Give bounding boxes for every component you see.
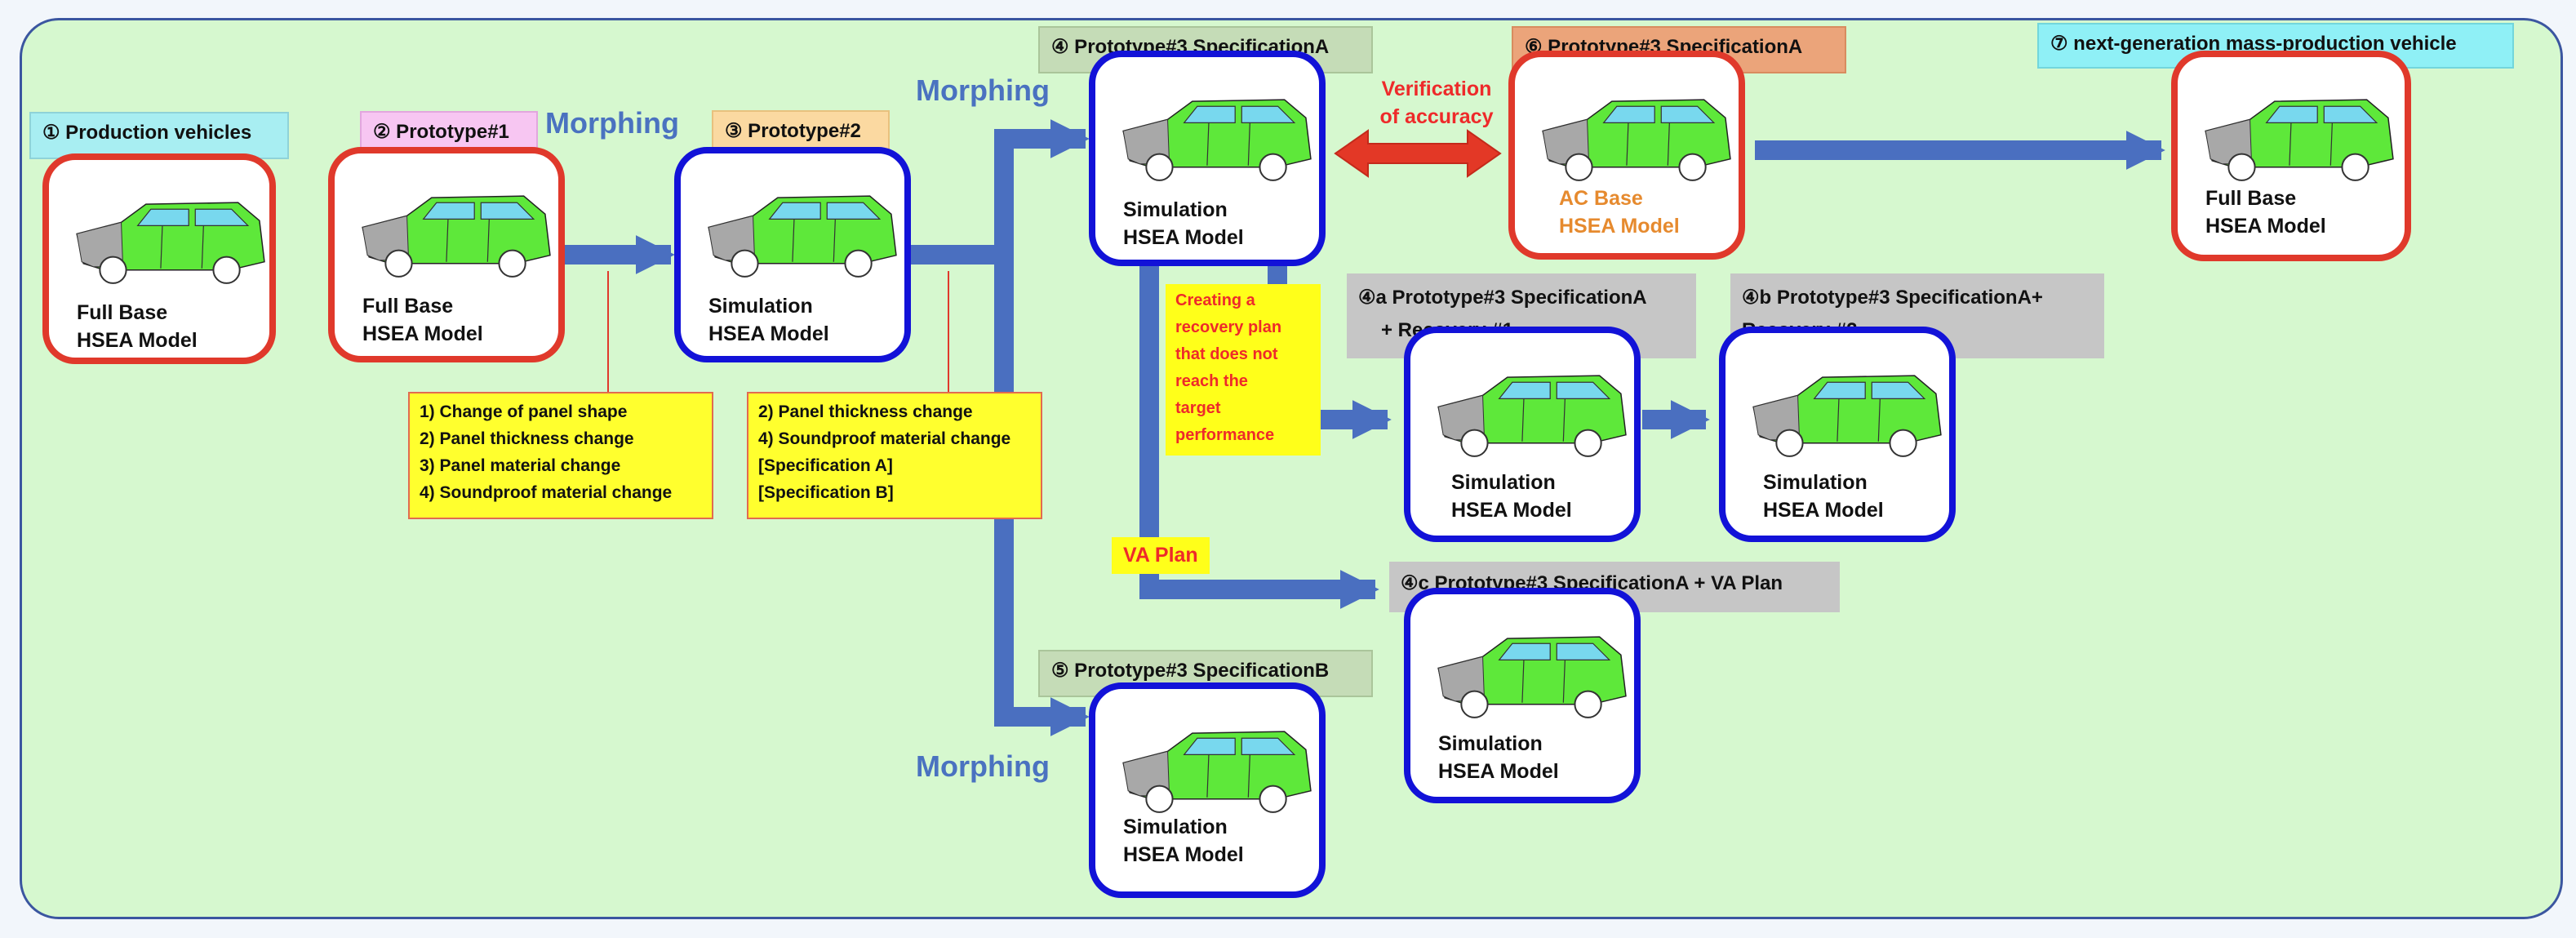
morphing-label-1: Morphing (545, 106, 679, 140)
car-body-icon (2205, 99, 2394, 181)
car-body-icon (362, 195, 551, 278)
car-body-icon (1122, 731, 1312, 813)
car-body-icon (1542, 99, 1731, 181)
car-body-icon (1752, 375, 1942, 457)
verification-double-arrow (1334, 129, 1502, 178)
tag-spec-a-recovery-1-line1: ④a Prototype#3 SpecificationA (1358, 287, 1647, 309)
va-plan-label: VA Plan (1112, 537, 1210, 574)
car-body-icon (1122, 99, 1312, 181)
tag-production-vehicles: ① Production vehicles (29, 112, 289, 159)
car-body-icon (1437, 636, 1627, 718)
tag-spec-a-recovery-2-line1: ④b Prototype#3 SpecificationA+ (1742, 287, 2043, 309)
car-body-icon (708, 195, 897, 278)
morphing-label-2: Morphing (916, 73, 1050, 107)
morphing-label-3: Morphing (916, 749, 1050, 783)
car-body-icon (1437, 375, 1627, 457)
car-body-icon (76, 202, 265, 284)
